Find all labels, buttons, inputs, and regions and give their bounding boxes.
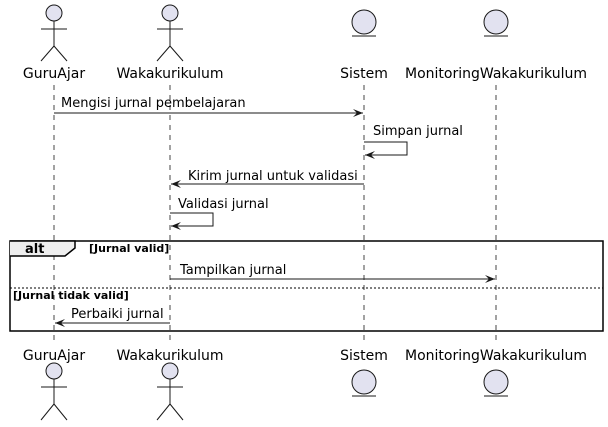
entity-icon-monitor-bottom [483, 369, 509, 397]
actor-icon-waka-bottom [156, 362, 184, 421]
message-arrow-2 [364, 141, 408, 159]
entity-icon-sistem-bottom [351, 369, 377, 397]
participant-name-monitor-top: MonitoringWakakurikulum [405, 66, 587, 82]
alt-guard-invalid: [Jurnal tidak valid] [13, 289, 129, 302]
participant-name-waka-top: Wakakurikulum [116, 66, 223, 82]
message-label-2: Simpan jurnal [373, 124, 463, 139]
actor-icon-guru-bottom [40, 362, 68, 421]
alt-guard-valid: [Jurnal valid] [89, 242, 169, 255]
lifelines [53, 85, 497, 343]
participant-name-monitor-bottom: MonitoringWakakurikulum [405, 348, 587, 364]
entity-icon-monitor-top [483, 9, 509, 37]
participant-name-sistem-bottom: Sistem [340, 348, 388, 364]
message-label-5: Tampilkan jurnal [179, 263, 286, 278]
participant-name-sistem-top: Sistem [340, 66, 388, 82]
entity-icon-sistem-top [351, 9, 377, 37]
participant-name-guru-top: GuruAjar [23, 66, 85, 82]
actor-icon-guru-top [40, 4, 68, 62]
message-arrow-4 [170, 212, 214, 230]
participant-name-guru-bottom: GuruAjar [23, 348, 85, 364]
message-label-3: Kirim jurnal untuk validasi [188, 169, 358, 184]
alt-frame [9, 240, 604, 332]
message-label-4: Validasi jurnal [178, 197, 269, 212]
message-label-1: Mengisi jurnal pembelajaran [61, 96, 246, 111]
alt-tab [10, 240, 76, 257]
actor-icon-waka-top [156, 4, 184, 62]
alt-keyword: alt [25, 242, 44, 257]
message-label-6: Perbaiki jurnal [71, 307, 164, 322]
participant-name-waka-bottom: Wakakurikulum [116, 348, 223, 364]
alt-fragment: alt [Jurnal valid] [Jurnal tidak valid] [9, 240, 604, 332]
